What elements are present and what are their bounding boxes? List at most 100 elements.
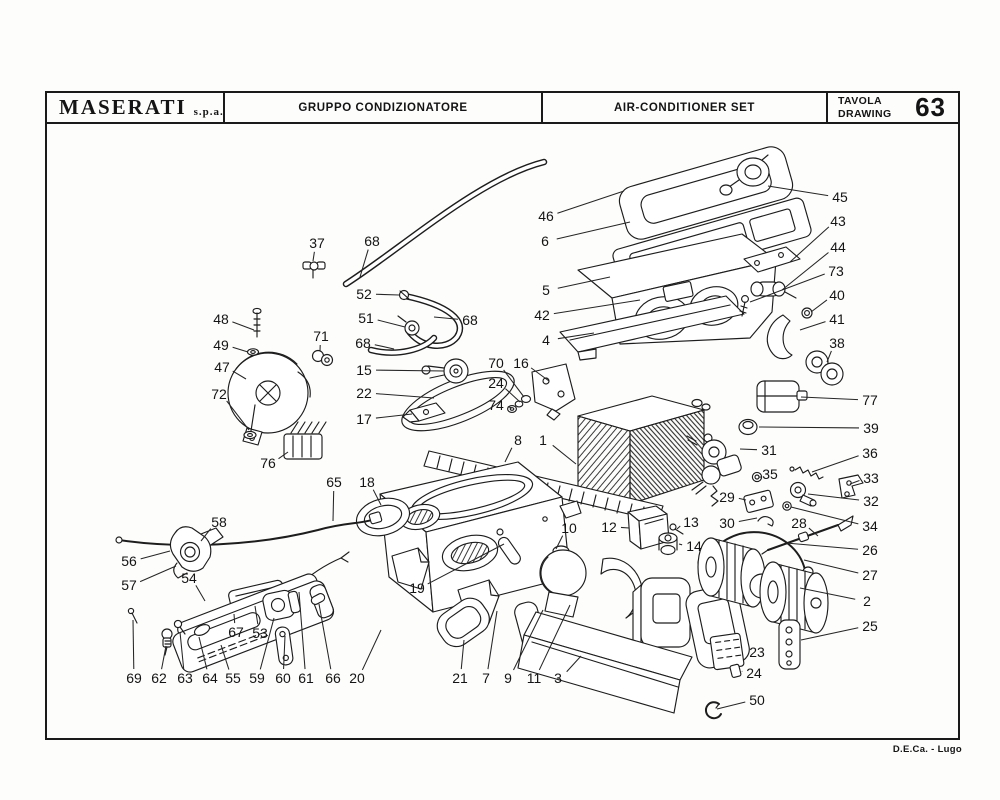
callout-72: 72 (211, 386, 227, 402)
part-actuator-77 (756, 380, 808, 413)
callout-11: 11 (527, 670, 542, 686)
leader-line-68 (433, 316, 459, 320)
callout-36: 36 (862, 445, 878, 461)
part-fan-motor (719, 154, 770, 196)
leader-line-1 (552, 444, 577, 465)
part-grommets-71 (311, 349, 334, 367)
part-screw-73 (739, 295, 749, 317)
part-grommet-14 (658, 532, 678, 556)
leader-line-49 (232, 346, 249, 353)
callout-67: 67 (228, 624, 244, 640)
callout-48: 48 (213, 311, 229, 327)
brand-name: MASERATI (59, 95, 187, 119)
part-vent-59 (262, 589, 301, 621)
part-plate-29 (743, 489, 774, 513)
callout-33: 33 (863, 470, 879, 486)
callout-26: 26 (862, 542, 878, 558)
callout-37: 37 (309, 235, 325, 251)
callout-58: 58 (211, 514, 227, 530)
callout-68: 68 (364, 233, 380, 249)
callout-45: 45 (832, 189, 848, 205)
leader-line-45 (767, 185, 829, 197)
group-title-italian: GRUPPO CONDIZIONATORE (298, 101, 468, 114)
callout-35: 35 (762, 466, 778, 482)
callout-6: 6 (541, 233, 549, 249)
part-spring-36 (789, 466, 824, 480)
leader-line-62 (161, 645, 167, 670)
leader-line-46 (557, 190, 625, 214)
callout-43: 43 (830, 213, 846, 229)
callout-25: 25 (862, 618, 878, 634)
part-oval-64 (193, 624, 211, 636)
leader-line-50 (716, 701, 746, 710)
callout-13: 13 (683, 514, 699, 530)
leader-line-57 (139, 565, 177, 583)
callout-5: 5 (542, 282, 550, 298)
leader-line-31 (739, 448, 758, 451)
callout-44: 44 (830, 239, 846, 255)
leader-line-68 (374, 344, 395, 350)
leader-line-14 (678, 543, 683, 546)
leader-line-27 (803, 559, 859, 574)
leader-line-16 (530, 367, 550, 382)
part-duct-11 (632, 577, 691, 648)
part-bracket-33 (838, 474, 864, 499)
part-connector-23 (709, 632, 745, 671)
part-bellcrank-32 (789, 481, 817, 507)
callout-71: 71 (313, 328, 329, 344)
callout-24: 24 (488, 375, 504, 391)
part-hoses-68 (342, 158, 548, 356)
leader-line-69 (132, 619, 135, 670)
part-tensioner-15 (421, 358, 469, 384)
callout-17: 17 (356, 411, 372, 427)
group-title-english-cell: AIR-CONDITIONER SET (543, 93, 828, 122)
printer-credit: D.E.Ca. - Lugo (892, 744, 962, 755)
callout-24: 24 (746, 665, 762, 681)
callout-41: 41 (829, 311, 845, 327)
leader-line-41 (799, 321, 826, 331)
callout-16: 16 (513, 355, 529, 371)
callout-77: 77 (862, 392, 878, 408)
part-washer-34 (782, 501, 792, 511)
callout-42: 42 (534, 307, 550, 323)
leader-line-3 (566, 655, 582, 673)
group-title-italian-cell: GRUPPO CONDIZIONATORE (225, 93, 543, 122)
leader-line-25 (800, 627, 859, 641)
part-pin-66 (310, 593, 326, 605)
leader-line-72 (226, 400, 250, 431)
leader-line-11 (538, 604, 571, 671)
part-bracket-12 (627, 505, 670, 550)
part-gasket-21 (436, 597, 490, 648)
part-bracket-16 (531, 363, 576, 421)
callout-18: 18 (359, 474, 375, 490)
leader-line-24 (505, 388, 521, 403)
part-lower-duct-3 (514, 584, 750, 714)
callout-69: 69 (126, 670, 142, 686)
callout-9: 9 (504, 670, 512, 686)
leader-line-42 (553, 299, 641, 315)
leader-line-54 (195, 585, 206, 602)
callout-34: 34 (862, 518, 878, 534)
plate-cell: TAVOLA DRAWING 63 (828, 92, 958, 122)
leader-line-9 (513, 609, 544, 671)
part-bracket-17 (402, 402, 446, 423)
callout-54: 54 (181, 570, 197, 586)
callout-61: 61 (298, 670, 314, 686)
part-nut-40 (801, 307, 813, 319)
plate-words: TAVOLA DRAWING (838, 95, 892, 119)
leader-line-29 (738, 497, 747, 501)
part-pulley-38 (805, 350, 844, 386)
brand-cell: MASERATI s.p.a. (47, 93, 225, 122)
callout-63: 63 (177, 670, 193, 686)
callout-52: 52 (356, 286, 372, 302)
callout-53: 53 (252, 625, 268, 641)
callout-57: 57 (121, 577, 137, 593)
leader-line-22 (375, 393, 435, 399)
leader-line-44 (781, 252, 829, 291)
part-scroll-10 (539, 545, 587, 618)
part-drawings (115, 146, 864, 720)
callout-4: 4 (542, 332, 550, 348)
part-curved-duct-41 (766, 314, 793, 360)
callout-40: 40 (829, 287, 845, 303)
